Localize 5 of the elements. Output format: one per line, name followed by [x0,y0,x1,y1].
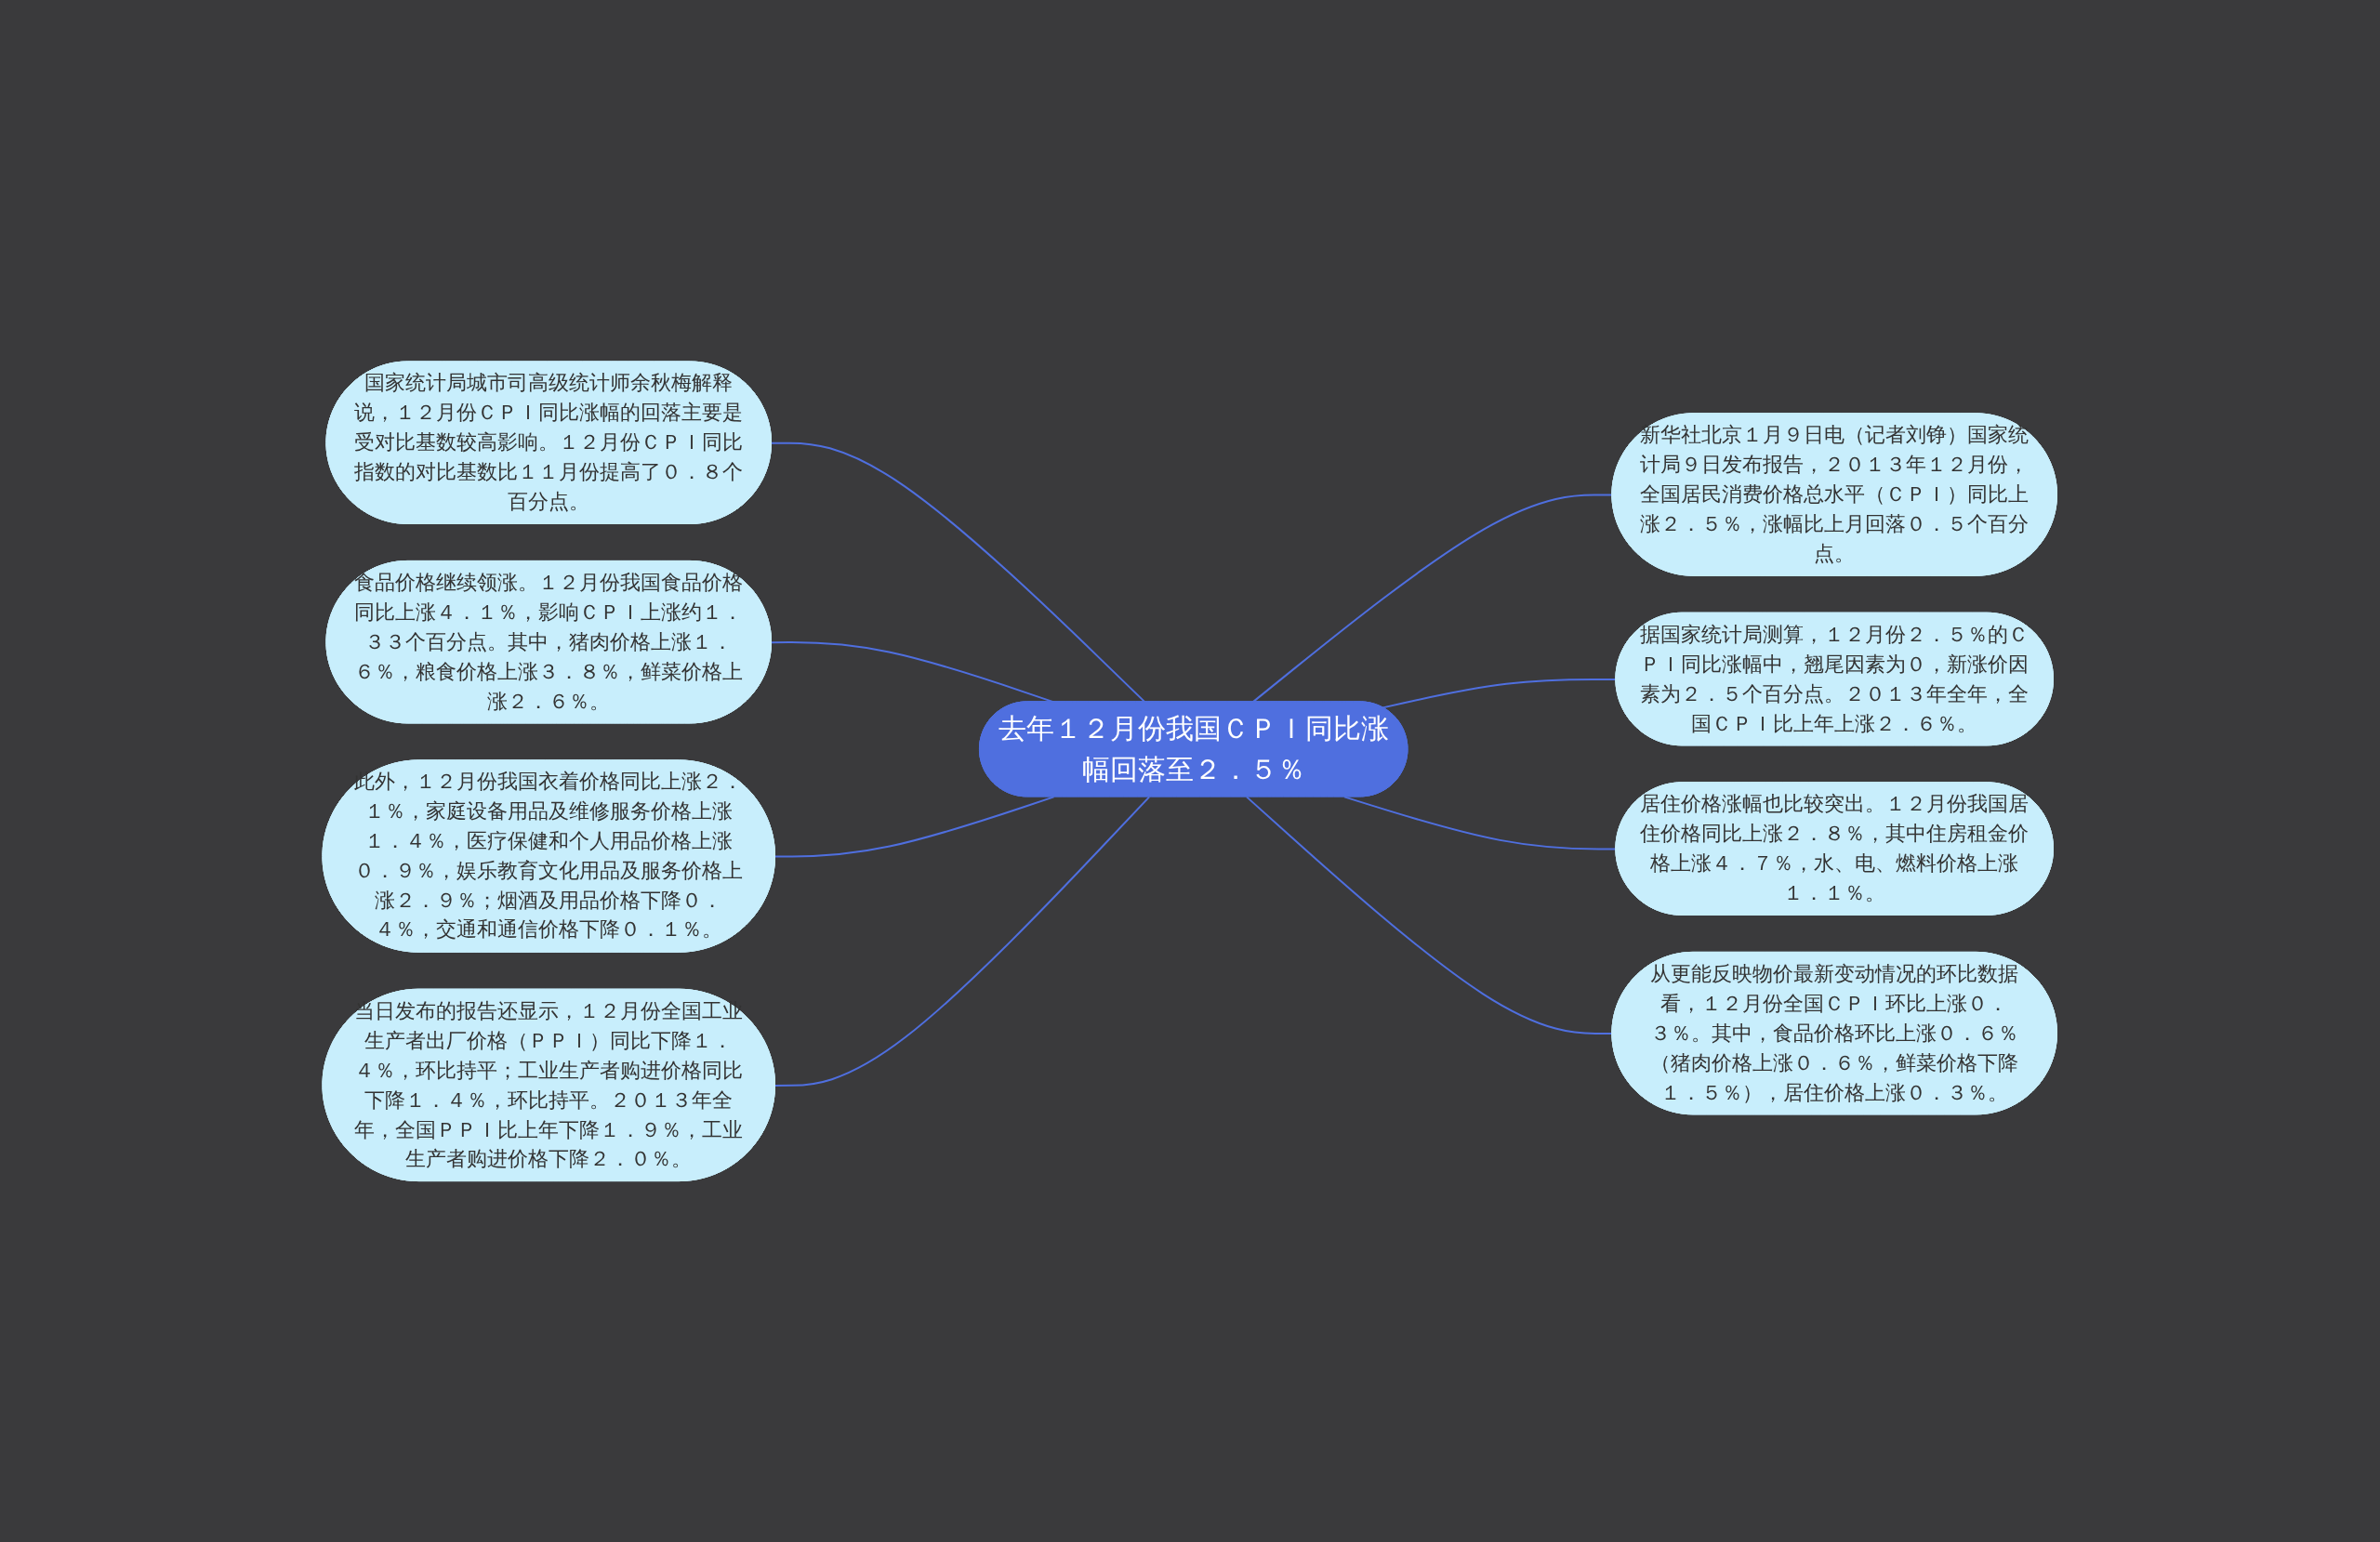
connector [774,796,1055,858]
connector [1382,678,1618,709]
connector [1343,796,1618,850]
connector [1246,796,1614,1035]
connector [774,796,1151,1087]
